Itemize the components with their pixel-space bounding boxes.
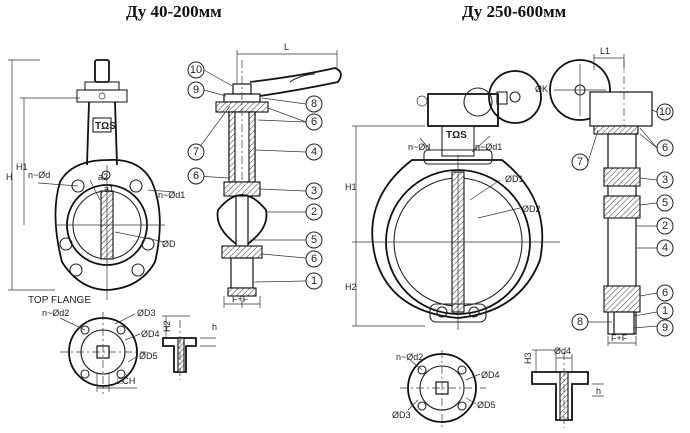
svg-text:6: 6 xyxy=(311,253,317,265)
svg-text:4: 4 xyxy=(662,242,668,254)
svg-text:4: 4 xyxy=(311,146,317,158)
left-shaft-detail: H2 h xyxy=(162,315,217,380)
svg-text:2: 2 xyxy=(311,206,317,218)
label-D1: ØD1 xyxy=(505,174,524,184)
svg-text:10: 10 xyxy=(659,106,671,118)
callout: 6 xyxy=(305,113,323,131)
label-a1: a1 xyxy=(104,184,114,194)
callout: 10 xyxy=(656,103,674,121)
logo-tos-left: TΩS xyxy=(95,121,116,132)
dim-H2-right: H2 xyxy=(345,282,357,292)
label-n-d1: n~Ød1 xyxy=(158,190,185,200)
label-CH: □CH xyxy=(117,376,135,386)
label-D4-left: ØD4 xyxy=(141,329,160,339)
right-front-view: ØK TΩS H1 H2 n~Ød n~Ød1 ØD1 xyxy=(345,70,560,330)
dim-H3: H3 xyxy=(523,352,533,364)
callout: 6 xyxy=(187,167,205,185)
right-side-view: L1 F+F xyxy=(549,46,674,346)
callout: 8 xyxy=(571,313,589,331)
svg-text:9: 9 xyxy=(193,84,199,96)
label-n-d1-right: n~Ød1 xyxy=(475,142,502,152)
svg-text:8: 8 xyxy=(577,316,583,328)
callout: 6 xyxy=(656,284,674,302)
header-dn-250-600: Ду 250-600мм xyxy=(462,2,567,21)
label-D: ØD xyxy=(162,239,176,249)
callout: 3 xyxy=(305,182,323,200)
dim-H1-right: H1 xyxy=(345,182,357,192)
dim-H1: H1 xyxy=(16,162,28,172)
callout: 2 xyxy=(305,203,323,221)
svg-text:1: 1 xyxy=(311,275,317,287)
callout: 1 xyxy=(305,272,323,290)
svg-text:6: 6 xyxy=(311,116,317,128)
svg-text:2: 2 xyxy=(662,220,668,232)
label-n-d: n~Ød xyxy=(28,170,50,180)
dim-h-left: h xyxy=(212,322,217,332)
label-D5-left: ØD5 xyxy=(139,351,158,361)
right-flange-view: n~Ød2 ØD4 ØD3 ØD5 xyxy=(392,350,500,428)
label-D5-right: ØD5 xyxy=(477,400,496,410)
callout: 3 xyxy=(656,171,674,189)
left-front-view: TΩS H H1 n~Ød xyxy=(6,59,185,300)
callout: 7 xyxy=(187,143,205,161)
dim-FF-right: F+F xyxy=(611,333,628,343)
label-D2: ØD2 xyxy=(522,204,541,214)
callout: 8 xyxy=(305,95,323,113)
header-dn-40-200: Ду 40-200мм xyxy=(126,2,222,21)
svg-text:3: 3 xyxy=(662,174,668,186)
dim-L1: L1 xyxy=(600,46,610,56)
logo-tos-right: TΩS xyxy=(446,130,467,141)
svg-text:8: 8 xyxy=(311,98,317,110)
callout: 5 xyxy=(656,194,674,212)
label-n-d-right: n~Ød xyxy=(408,142,430,152)
callout: 4 xyxy=(656,239,674,257)
label-K: ØK xyxy=(535,84,548,94)
svg-text:7: 7 xyxy=(193,146,199,158)
svg-text:5: 5 xyxy=(311,234,317,246)
top-flange-view: TOP FLANGE n~Ød2 ØD3 ØD4 ØD5 □CH xyxy=(28,295,160,394)
callout: 2 xyxy=(656,217,674,235)
callout: 6 xyxy=(305,250,323,268)
svg-text:10: 10 xyxy=(190,64,202,76)
left-section-callouts: 10 9 8 6 7 4 6 3 2 5 6 1 xyxy=(187,61,323,290)
dim-FF-left: F+F xyxy=(232,294,249,304)
label-D4-right: ØD4 xyxy=(481,370,500,380)
left-section-view: F+F L 10 9 8 xyxy=(187,42,342,310)
svg-text:7: 7 xyxy=(577,156,583,168)
right-side-callouts: 10 6 3 5 2 4 6 1 9 7 8 xyxy=(571,103,674,337)
svg-text:3: 3 xyxy=(311,185,317,197)
label-a2: a2 xyxy=(98,172,108,182)
label-D3-right: ØD3 xyxy=(392,410,411,420)
label-D3-left: ØD3 xyxy=(137,308,156,318)
callout: 5 xyxy=(305,231,323,249)
label-n-d2-right: n~Ød2 xyxy=(396,352,423,362)
callout: 10 xyxy=(187,61,205,79)
callout: 9 xyxy=(656,319,674,337)
dim-h-right: h xyxy=(596,386,601,396)
dim-H: H xyxy=(6,172,13,182)
svg-text:6: 6 xyxy=(662,142,668,154)
callout: 7 xyxy=(571,153,589,171)
top-flange-title: TOP FLANGE xyxy=(28,295,91,306)
dim-H2-left: H2 xyxy=(162,320,172,332)
svg-text:6: 6 xyxy=(193,170,199,182)
svg-text:1: 1 xyxy=(662,305,668,317)
right-shaft-detail: H3 Ød4 h xyxy=(523,346,604,428)
callout: 9 xyxy=(187,81,205,99)
dim-L: L xyxy=(284,42,289,52)
dim-d4: Ød4 xyxy=(554,346,571,356)
label-n-d2-left: n~Ød2 xyxy=(42,308,69,318)
svg-text:9: 9 xyxy=(662,322,668,334)
svg-text:6: 6 xyxy=(662,287,668,299)
callout: 6 xyxy=(656,139,674,157)
svg-text:5: 5 xyxy=(662,197,668,209)
callout: 4 xyxy=(305,143,323,161)
callout: 1 xyxy=(656,302,674,320)
